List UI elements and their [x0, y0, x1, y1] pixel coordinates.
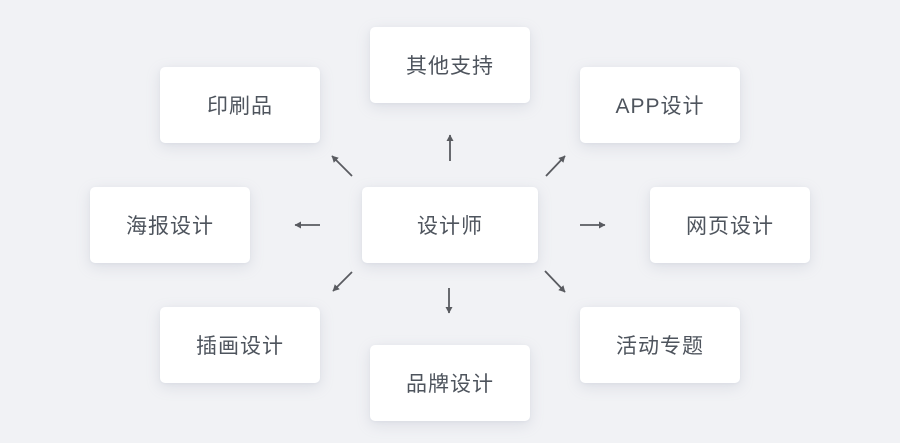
arrow-to-top-right	[545, 155, 566, 177]
node-designer-center: 设计师	[362, 187, 538, 263]
arrow-to-bottom-left	[332, 271, 353, 292]
node-label: 插画设计	[196, 335, 284, 358]
node-label: 印刷品	[207, 95, 273, 118]
node-label: APP设计	[615, 95, 705, 118]
node-label: 海报设计	[126, 215, 214, 238]
node-web-design: 网页设计	[650, 187, 810, 263]
node-label: 网页设计	[686, 215, 774, 238]
arrow-to-bottom-right	[544, 270, 566, 293]
node-event-campaign: 活动专题	[580, 307, 740, 383]
node-illustration-design: 插画设计	[160, 307, 320, 383]
node-label: 设计师	[417, 215, 483, 238]
node-other-support: 其他支持	[370, 27, 530, 103]
node-poster-design: 海报设计	[90, 187, 250, 263]
node-label: 活动专题	[616, 335, 704, 358]
node-app-design: APP设计	[580, 67, 740, 143]
node-label: 其他支持	[406, 55, 494, 78]
arrow-to-top-left	[331, 155, 353, 177]
node-label: 品牌设计	[406, 373, 494, 396]
node-printed-matter: 印刷品	[160, 67, 320, 143]
node-brand-design: 品牌设计	[370, 345, 530, 421]
